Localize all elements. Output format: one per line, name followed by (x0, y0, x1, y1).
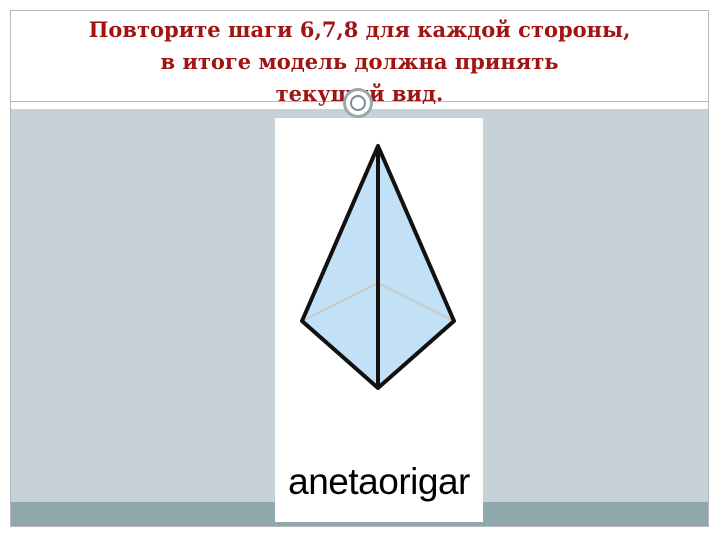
ring-ornament-icon (343, 88, 373, 118)
hidden-edge-right (377, 282, 455, 322)
pyramid-right-face (378, 146, 454, 388)
origami-model-picture: anetaorigar (275, 118, 483, 522)
slide-title-line-1: Повторите шаги 6,7,8 для каждой стороны, (88, 17, 631, 42)
slide-title-line-2: в итоге модель должна принять (160, 49, 559, 74)
origami-pyramid-illustration (300, 144, 456, 390)
slide-title: Повторите шаги 6,7,8 для каждой стороны,… (14, 14, 705, 110)
picture-caption: anetaorigar (288, 461, 470, 502)
pyramid-left-face (302, 146, 378, 388)
hidden-edge-left (301, 282, 379, 322)
